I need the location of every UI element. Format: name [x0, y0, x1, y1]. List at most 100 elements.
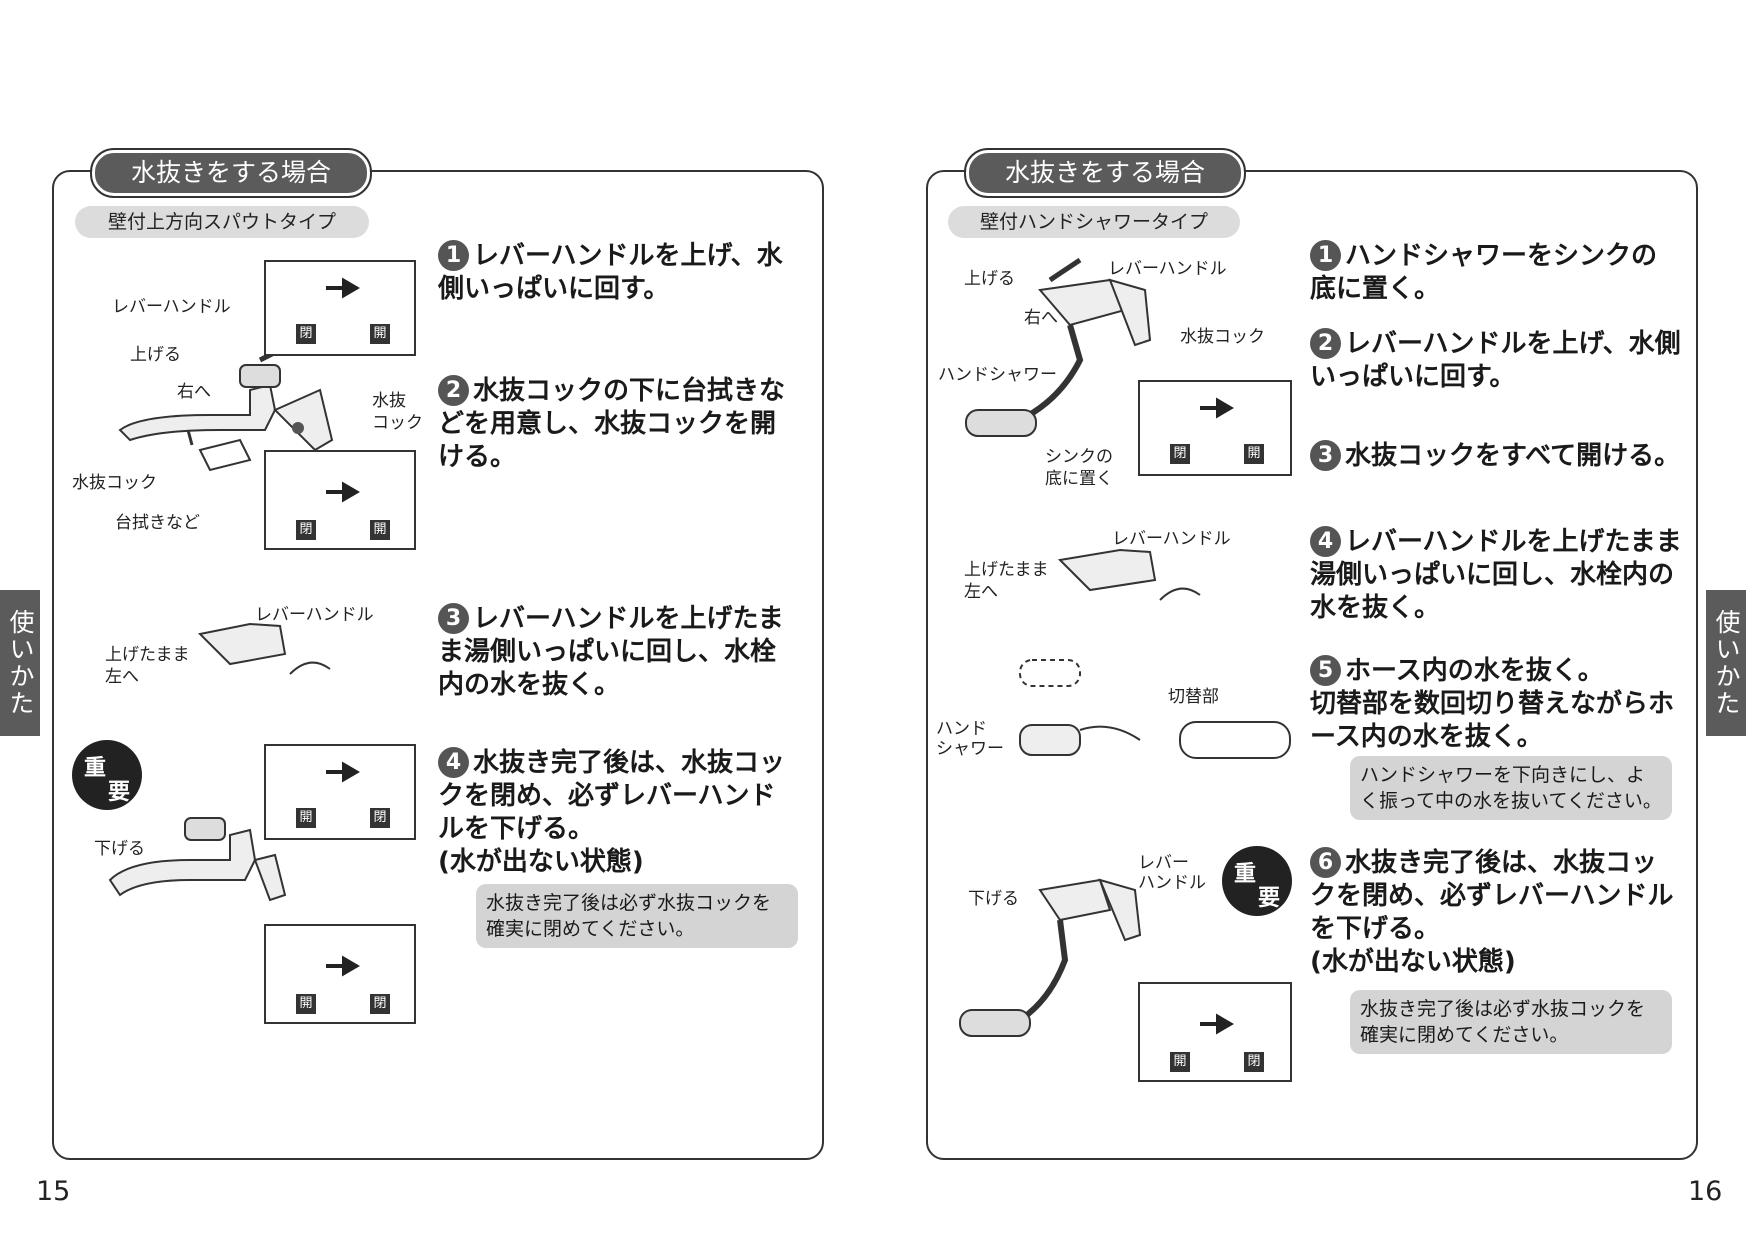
important-b: 要 — [1258, 886, 1281, 911]
label-closed: 閉 — [296, 520, 316, 540]
step-number: 1 — [1310, 240, 1341, 271]
step-text: レバーハンドルを上げ、水側いっぱいに回す。 — [1310, 329, 1681, 392]
right-page-title: 水抜きをする場合 — [964, 148, 1246, 198]
step-text: 水抜き完了後は、水抜コックを閉め、必ずレバーハンドルを下げる。 — [1310, 848, 1674, 944]
lever-illustration-2 — [197, 622, 331, 675]
label-drain-cock: 水抜コック — [1180, 327, 1265, 347]
step-number: 4 — [1310, 526, 1341, 557]
step-text: レバーハンドルを上げ、水側いっぱいに回す。 — [438, 241, 783, 304]
step-number: 4 — [438, 747, 469, 778]
step-text: レバーハンドルを上げたまま湯側いっぱいに回し、水栓内の水を抜く。 — [438, 604, 784, 700]
faucet-illustration-3 — [108, 817, 287, 902]
left-page-subtitle: 壁付上方向スパウトタイプ — [75, 206, 369, 238]
step-text: ホース内の水を抜く。 — [1345, 656, 1604, 686]
hand-shower-illustration-1 — [965, 257, 1152, 437]
label-open: 開 — [296, 808, 316, 828]
label-cloth: 台拭きなど — [115, 513, 200, 533]
label-open: 開 — [1244, 444, 1264, 464]
detail-box-cock-r1: 閉 開 — [1138, 380, 1292, 476]
label-hand-b: シャワー — [936, 739, 1004, 759]
label-lever-b: ハンドル — [1138, 873, 1206, 893]
label-lower: 下げる — [968, 889, 1019, 909]
detail-box-cock-1: 閉 開 — [264, 450, 416, 550]
arrow-right-icon — [326, 277, 360, 299]
detail-box-lever-1: 閉 開 — [264, 260, 416, 356]
left-page-title: 水抜きをする場合 — [90, 148, 372, 198]
step-subtext: (水が出ない状態) — [1310, 947, 1516, 977]
lever-illustration-r2 — [1057, 548, 1201, 601]
label-closed: 閉 — [370, 994, 390, 1014]
label-open: 開 — [370, 324, 390, 344]
important-a: 重 — [84, 756, 107, 781]
label-right: 右へ — [177, 382, 211, 402]
label-raise-left-a: 上げたまま — [105, 645, 190, 665]
label-raise-left-b: 左へ — [964, 582, 998, 602]
important-b: 要 — [108, 780, 131, 805]
label-lever-handle: レバーハンドル — [112, 297, 231, 317]
step-text: ハンドシャワーをシンクの底に置く。 — [1310, 241, 1658, 304]
detail-box-lever-3: 開 閉 — [264, 744, 416, 840]
label-right: 右へ — [1024, 308, 1058, 328]
label-sink-b: 底に置く — [1045, 469, 1113, 489]
label-open: 開 — [370, 520, 390, 540]
label-hand-a: ハンド — [936, 719, 987, 739]
label-closed: 閉 — [1244, 1052, 1264, 1072]
shake-shower-illustration — [1019, 659, 1291, 759]
right-side-tab: 使いかた — [1706, 590, 1746, 736]
step-subtext: (水が出ない状態) — [438, 847, 644, 877]
faucet-illustration-r4 — [959, 878, 1142, 1037]
label-drain-cock-a: 水抜 — [372, 391, 406, 411]
step-number: 1 — [438, 240, 469, 271]
label-open: 開 — [1170, 1052, 1190, 1072]
step-text: レバーハンドルを上げたまま湯側いっぱいに回し、水栓内の水を抜く。 — [1310, 527, 1682, 623]
detail-box-cock-r4: 開 閉 — [1138, 982, 1292, 1082]
important-a: 重 — [1234, 862, 1257, 887]
label-lever-handle: レバーハンドル — [1112, 529, 1231, 549]
step-text: 水抜コックの下に台拭きなどを用意し、水抜コックを開ける。 — [438, 376, 786, 472]
label-switch: 切替部 — [1168, 687, 1219, 707]
arrow-right-icon — [326, 955, 360, 977]
label-raise: 上げる — [130, 345, 181, 365]
label-lever-handle: レバーハンドル — [255, 605, 374, 625]
step-number: 6 — [1310, 847, 1341, 878]
detail-box-cock-3: 開 閉 — [264, 924, 416, 1024]
arrow-right-icon — [326, 481, 360, 503]
step-number: 3 — [1310, 440, 1341, 471]
right-note-6: 水抜き完了後は必ず水抜コックを確実に閉めてください。 — [1350, 990, 1672, 1054]
step-number: 2 — [438, 375, 469, 406]
step-text: 水抜コックをすべて開ける。 — [1345, 441, 1681, 471]
label-closed: 閉 — [370, 808, 390, 828]
label-hand-shower: ハンドシャワー — [938, 365, 1057, 385]
label-sink-a: シンクの — [1045, 447, 1113, 467]
label-raise-left-b: 左へ — [105, 667, 139, 687]
label-raise: 上げる — [964, 269, 1015, 289]
arrow-right-icon — [326, 761, 360, 783]
step-number: 3 — [438, 603, 469, 634]
left-page-panel — [52, 170, 824, 1160]
right-note-5: ハンドシャワーを下向きにし、よく振って中の水を抜いてください。 — [1350, 756, 1672, 820]
label-open: 開 — [296, 994, 316, 1014]
label-lever-a: レバー — [1138, 853, 1189, 873]
left-page-number: 15 — [36, 1176, 71, 1207]
step-number: 5 — [1310, 655, 1341, 686]
left-note: 水抜き完了後は必ず水抜コックを確実に閉めてください。 — [476, 884, 798, 948]
left-side-tab: 使いかた — [0, 590, 40, 736]
important-badge: 重 要 — [1222, 846, 1292, 916]
label-lever-handle: レバーハンドル — [1108, 259, 1227, 279]
label-raise-left-a: 上げたまま — [964, 560, 1049, 580]
label-drain-cock: 水抜コック — [72, 473, 157, 493]
right-page-number: 16 — [1688, 1176, 1723, 1207]
step-number: 2 — [1310, 328, 1341, 359]
step-text: 水抜き完了後は、水抜コックを閉め、必ずレバーハンドルを下げる。 — [438, 748, 786, 844]
label-drain-cock-b: コック — [372, 413, 423, 433]
step-subtext: 切替部を数回切り替えながらホース内の水を抜く。 — [1310, 689, 1675, 752]
